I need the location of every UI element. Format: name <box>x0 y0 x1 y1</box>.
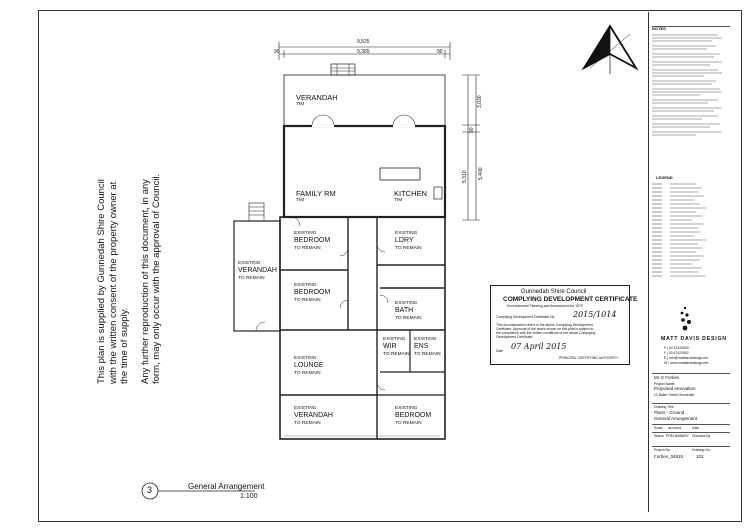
company-web: W | www.mattdavisdesign.net <box>664 361 709 365</box>
room-family: FAMILY RM TIM <box>296 189 336 204</box>
title-block <box>648 12 733 512</box>
company-phone: P | 02 67422600 <box>664 346 689 350</box>
client-name: Mr G Forbes <box>654 375 680 380</box>
certificate-number: 2015/1014 <box>573 310 617 319</box>
certificate-date-label: Date <box>496 349 504 353</box>
room-verandah-bottom: EXISTING VERANDAH TO REMAIN <box>294 406 333 426</box>
kitchen-island <box>379 167 421 181</box>
legend-list <box>652 183 706 277</box>
dimension-right-small: 90 <box>437 49 443 55</box>
company-email: E | info@mattdavisdesign.net <box>664 356 709 360</box>
scale-value: as noted <box>668 426 682 430</box>
dimension-overall: 9,525 <box>357 39 370 45</box>
certificate-number-label: Complying Development Certificate No. <box>496 315 556 319</box>
company-fax: F | 02 67422602 <box>664 351 689 355</box>
drawing-number: 3 <box>147 485 153 495</box>
dimension-inner: 9,365 <box>357 49 370 55</box>
project-no-value: Forbes_04815 <box>654 454 684 459</box>
drawing-sheet-border <box>38 10 742 522</box>
title-block-divider <box>652 446 730 447</box>
certificate-body-1: This documentation refers to the above C… <box>496 323 593 327</box>
dimension-height-a: 5,310 <box>462 170 468 183</box>
legend-heading: LEGEND <box>656 175 673 180</box>
title-block-divider <box>652 403 730 404</box>
status-label: Status <box>654 434 664 438</box>
drawing-title-line-2: General Arrangement <box>654 416 698 421</box>
certificate-date-value: 07 April 2015 <box>511 342 567 351</box>
date-label: Date <box>692 426 700 430</box>
certificate-act: Environmental Planning and Assessment Ac… <box>507 304 583 308</box>
dimension-height-b: 5,400 <box>478 167 484 180</box>
room-verandah-top: VERANDAH TIM <box>296 93 338 108</box>
project-no-label: Project No. <box>654 448 671 452</box>
notes-text-block <box>652 34 722 136</box>
title-block-divider <box>652 432 730 433</box>
status-value: PRELIMINARY <box>666 434 689 438</box>
scale-label: Scale <box>654 426 663 430</box>
drawing-no-value: 102 <box>696 454 704 459</box>
title-block-divider <box>652 424 730 425</box>
compliance-certificate-stamp: Gunnedah Shire Council COMPLYING DEVELOP… <box>490 285 637 365</box>
drawing-no-label: Drawing No. <box>692 448 711 452</box>
checked-by-label: Checked By <box>692 434 711 438</box>
dimension-height-mid: 90 <box>469 127 475 133</box>
title-block-header <box>652 14 730 27</box>
north-arrow-icon <box>581 24 639 74</box>
company-logo-icon <box>680 306 691 331</box>
drawing-scale: 1:100 <box>240 493 258 500</box>
title-block-divider <box>652 373 730 374</box>
room-verandah-left: EXISTING VERANDAH TO REMAIN <box>238 261 277 281</box>
room-bath: EXISTING BATH TO REMAIN <box>395 301 422 321</box>
room-kitchen: KITCHEN TIM <box>394 189 427 204</box>
certificate-body-4: Development Certificate. <box>496 335 534 339</box>
room-bedroom-1: EXISTING BEDROOM TO REMAIN <box>294 231 331 251</box>
drawing-label-marker <box>141 482 255 500</box>
project-label: Project Name <box>654 382 675 386</box>
drawing-title: General Arrangement <box>188 482 265 491</box>
room-ldry: EXISTING LDRY TO REMAIN <box>395 231 422 251</box>
drawing-title-label: Drawing Title <box>654 405 674 409</box>
certificate-footer: PRINCIPAL CERTIFYING AUTHORITY <box>559 356 619 360</box>
room-lounge: EXISTING LOUNGE TO REMAIN <box>294 356 324 376</box>
room-bedroom-2: EXISTING BEDROOM TO REMAIN <box>294 283 331 303</box>
certificate-body-3: the compliance with the written conditio… <box>496 331 596 335</box>
room-bedroom-3: EXISTING BEDROOM TO REMAIN <box>395 406 432 426</box>
project-address: 10 Baker Street Gunnedah <box>654 393 695 397</box>
drawing-title-line-1: Plans - Ground <box>654 410 685 415</box>
project-name: Proposed renovation <box>654 386 696 391</box>
room-ens: EXISTING ENS TO REMAIN <box>414 337 441 357</box>
dimension-left-small: 90 <box>274 49 280 55</box>
room-wir: EXISTING WIR TO REMAIN <box>383 337 410 357</box>
certificate-body-2: Certificate. Approval of the works shown… <box>496 327 594 331</box>
certificate-council: Gunnedah Shire Council <box>521 289 587 295</box>
dimension-height-top: 3,030 <box>477 95 483 108</box>
notes-heading: NOTES <box>652 26 666 31</box>
certificate-title: COMPLYING DEVELOPMENT CERTIFICATE <box>503 296 638 303</box>
company-name: MATT DAVIS DESIGN <box>661 336 727 342</box>
